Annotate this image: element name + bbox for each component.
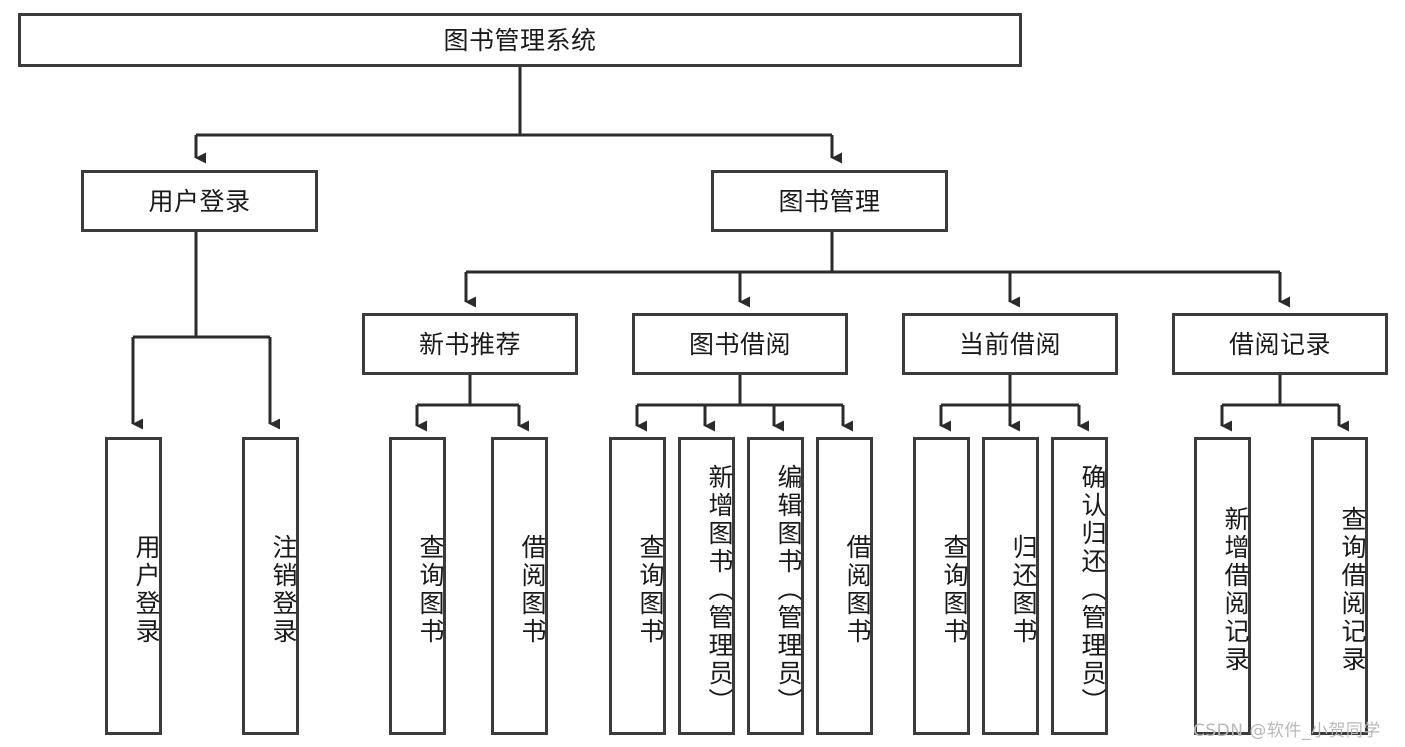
node-user-login[interactable]: 用户登录 xyxy=(81,170,318,232)
leaf-new-book-query-book[interactable]: 查询图书 xyxy=(389,437,446,735)
leaf-borrow-record-query-record[interactable]: 查询借阅记录 xyxy=(1311,437,1368,735)
node-label: 新增借阅记录 xyxy=(1221,506,1250,674)
leaf-user-login-login[interactable]: 用户登录 xyxy=(105,437,162,735)
leaf-current-borrow-confirm-return-admin[interactable]: 确认归还（管理员） xyxy=(1051,437,1108,735)
node-label: 图书管理系统 xyxy=(443,25,597,55)
csdn-watermark: CSDN @软件_小贺同学 xyxy=(1193,721,1381,741)
leaf-book-borrow-query-book[interactable]: 查询图书 xyxy=(609,437,666,735)
node-label: 归还图书 xyxy=(1009,534,1038,646)
node-label: 用户登录 xyxy=(132,534,161,646)
node-label: 查询借阅记录 xyxy=(1338,506,1367,674)
node-label: 图书借阅 xyxy=(688,329,791,359)
leaf-current-borrow-query-book[interactable]: 查询图书 xyxy=(913,437,970,735)
node-label: 注销登录 xyxy=(269,534,298,646)
node-label: 新增图书（管理员） xyxy=(705,464,734,716)
leaf-book-borrow-edit-book-admin[interactable]: 编辑图书（管理员） xyxy=(747,437,804,735)
node-label: 借阅记录 xyxy=(1228,329,1331,359)
node-label: 图书管理 xyxy=(778,186,881,216)
node-label: 借阅图书 xyxy=(518,534,547,646)
node-label: 查询图书 xyxy=(416,534,445,646)
node-root-book-management-system[interactable]: 图书管理系统 xyxy=(18,13,1022,67)
node-new-book-recommend[interactable]: 新书推荐 xyxy=(362,313,578,375)
node-label: 编辑图书（管理员） xyxy=(774,464,803,716)
leaf-book-borrow-add-book-admin[interactable]: 新增图书（管理员） xyxy=(678,437,735,735)
node-book-borrow[interactable]: 图书借阅 xyxy=(632,313,848,375)
node-label: 确认归还（管理员） xyxy=(1078,464,1107,716)
node-book-management[interactable]: 图书管理 xyxy=(711,170,948,232)
node-label: 查询图书 xyxy=(636,534,665,646)
leaf-user-login-logout[interactable]: 注销登录 xyxy=(242,437,299,735)
leaf-borrow-record-add-record[interactable]: 新增借阅记录 xyxy=(1194,437,1251,735)
leaf-new-book-borrow-book[interactable]: 借阅图书 xyxy=(491,437,548,735)
leaf-current-borrow-return-book[interactable]: 归还图书 xyxy=(982,437,1039,735)
node-label: 用户登录 xyxy=(148,186,251,216)
node-label: 查询图书 xyxy=(940,534,969,646)
node-label: 当前借阅 xyxy=(958,329,1061,359)
node-label: 新书推荐 xyxy=(418,329,521,359)
node-current-borrow[interactable]: 当前借阅 xyxy=(902,313,1118,375)
node-label: 借阅图书 xyxy=(843,534,872,646)
node-borrow-record[interactable]: 借阅记录 xyxy=(1172,313,1388,375)
leaf-book-borrow-borrow-book[interactable]: 借阅图书 xyxy=(816,437,873,735)
